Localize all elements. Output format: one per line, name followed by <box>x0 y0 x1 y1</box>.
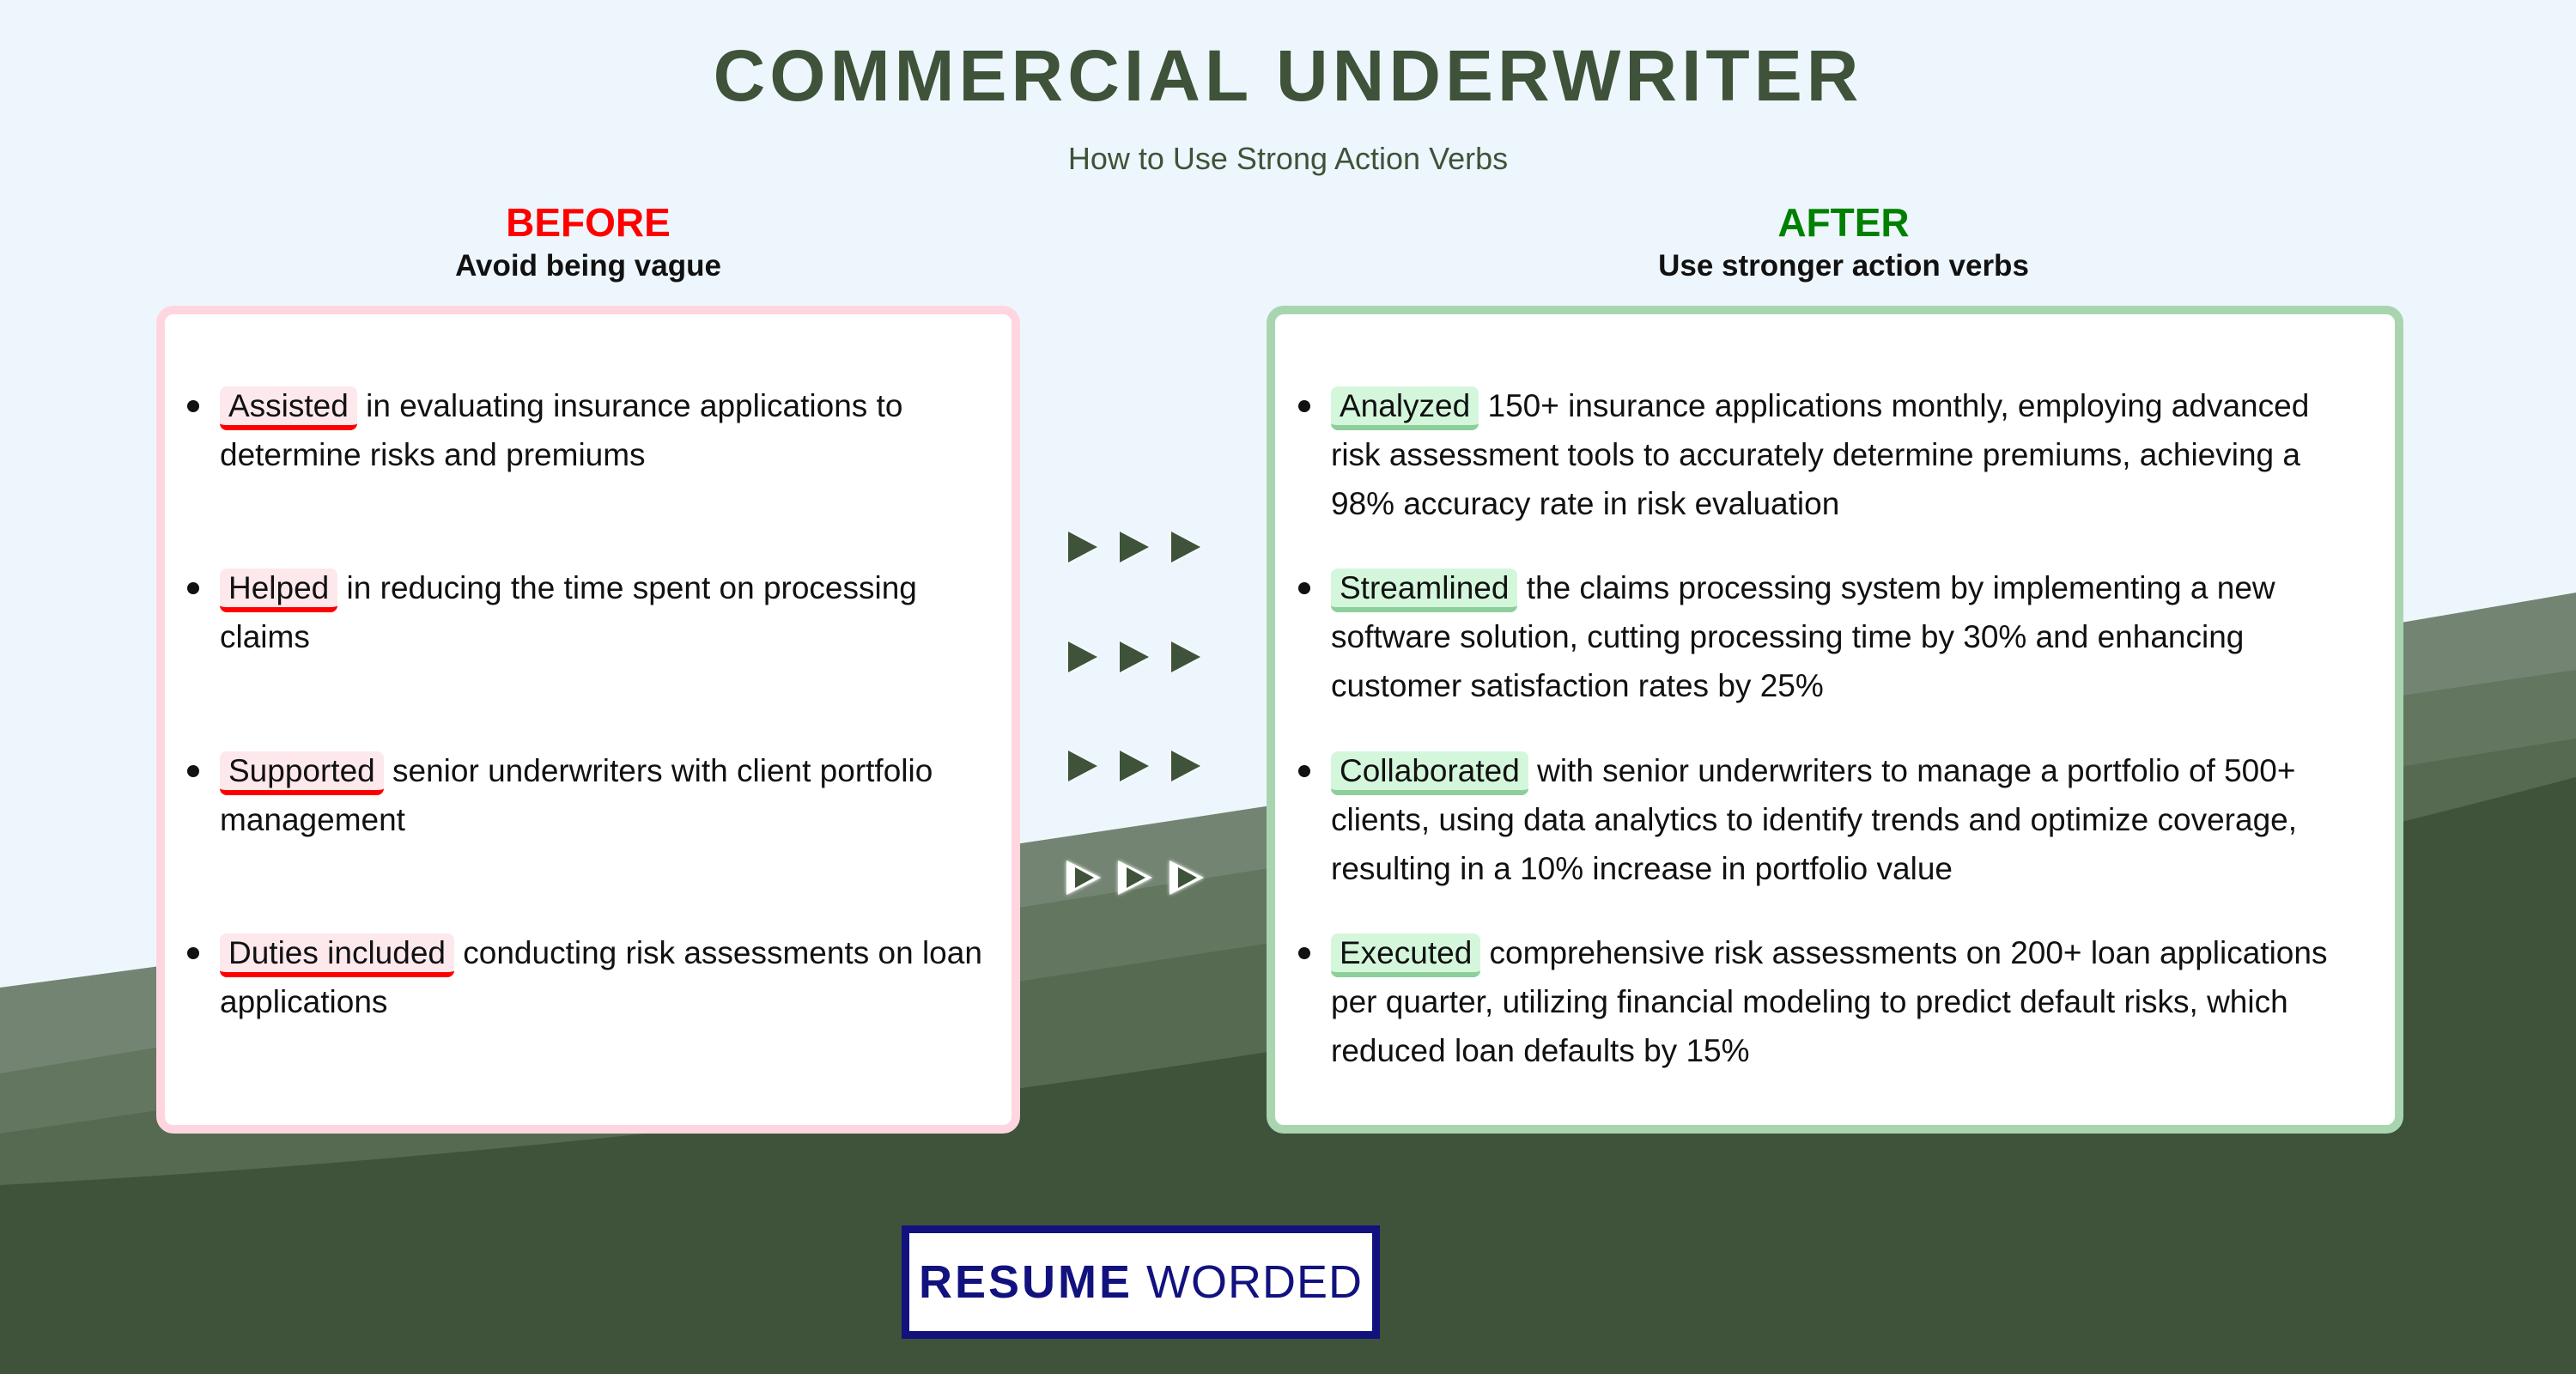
item-text: senior underwriters with client portfoli… <box>220 753 933 837</box>
list-item: Collaborated with senior underwriters to… <box>1298 746 2343 893</box>
weak-verb: Helped <box>220 568 338 612</box>
before-sublabel: Avoid being vague <box>455 249 721 283</box>
weak-verb: Supported <box>220 751 384 795</box>
arrow-right-outline-icon <box>1066 860 1101 895</box>
arrow-right-icon <box>1068 532 1097 562</box>
item-text: in evaluating insurance applications to … <box>220 388 903 472</box>
after-card: Analyzed 150+ insurance applications mon… <box>1267 306 2403 1134</box>
bullet-icon <box>187 400 199 412</box>
item-text: the claims processing system by implemen… <box>1331 570 2275 703</box>
bullet-icon <box>187 765 199 777</box>
arrow-right-icon <box>1171 641 1200 672</box>
item-text: 150+ insurance applications monthly, emp… <box>1331 388 2310 521</box>
bullet-icon <box>1298 947 1310 959</box>
arrow-right-icon <box>1120 641 1149 672</box>
arrow-right-icon <box>1120 532 1149 562</box>
after-label: AFTER <box>1777 200 1910 245</box>
before-header: BEFORE Avoid being vague <box>202 199 975 283</box>
item-text: with senior underwriters to manage a por… <box>1331 753 2298 886</box>
weak-verb: Duties included <box>220 933 454 977</box>
item-text: comprehensive risk assessments on 200+ l… <box>1331 935 2328 1068</box>
after-header: AFTER Use stronger action verbs <box>1457 199 2230 283</box>
arrow-right-icon <box>1120 751 1149 781</box>
item-text: in reducing the time spent on processing… <box>220 570 917 654</box>
list-item: Duties included conducting risk assessme… <box>187 928 986 1026</box>
bullet-icon <box>187 582 199 594</box>
arrow-right-icon <box>1068 751 1097 781</box>
list-item: Analyzed 150+ insurance applications mon… <box>1298 381 2343 528</box>
list-item: Helped in reducing the time spent on pro… <box>187 563 986 661</box>
list-item: Assisted in evaluating insurance applica… <box>187 381 986 479</box>
list-item: Executed comprehensive risk assessments … <box>1298 928 2343 1075</box>
before-card: Assisted in evaluating insurance applica… <box>156 306 1020 1134</box>
weak-verb: Assisted <box>220 386 357 430</box>
page-subtitle: How to Use Strong Action Verbs <box>1067 141 1509 176</box>
strong-verb: Analyzed <box>1331 386 1479 430</box>
arrow-right-outline-icon <box>1170 860 1204 895</box>
bullet-icon <box>1298 765 1310 777</box>
logo-light: WORDED <box>1146 1256 1363 1308</box>
strong-verb: Collaborated <box>1331 751 1528 795</box>
bullet-icon <box>1298 582 1310 594</box>
after-sublabel: Use stronger action verbs <box>1658 249 2029 283</box>
strong-verb: Executed <box>1331 933 1481 977</box>
arrow-right-icon <box>1171 751 1200 781</box>
page-title: COMMERCIAL UNDERWRITER <box>713 35 1863 116</box>
list-item: Supported senior underwriters with clien… <box>187 746 986 844</box>
item-text: conducting risk assessments on loan appl… <box>220 935 982 1019</box>
bullet-icon <box>1298 400 1310 412</box>
list-item: Streamlined the claims processing system… <box>1298 563 2343 710</box>
arrow-right-icon <box>1068 641 1097 672</box>
before-label: BEFORE <box>506 200 671 245</box>
arrow-right-outline-icon <box>1118 860 1152 895</box>
strong-verb: Streamlined <box>1331 568 1518 612</box>
logo-bold: RESUME <box>918 1256 1133 1308</box>
arrow-right-icon <box>1171 532 1200 562</box>
bullet-icon <box>187 947 199 959</box>
